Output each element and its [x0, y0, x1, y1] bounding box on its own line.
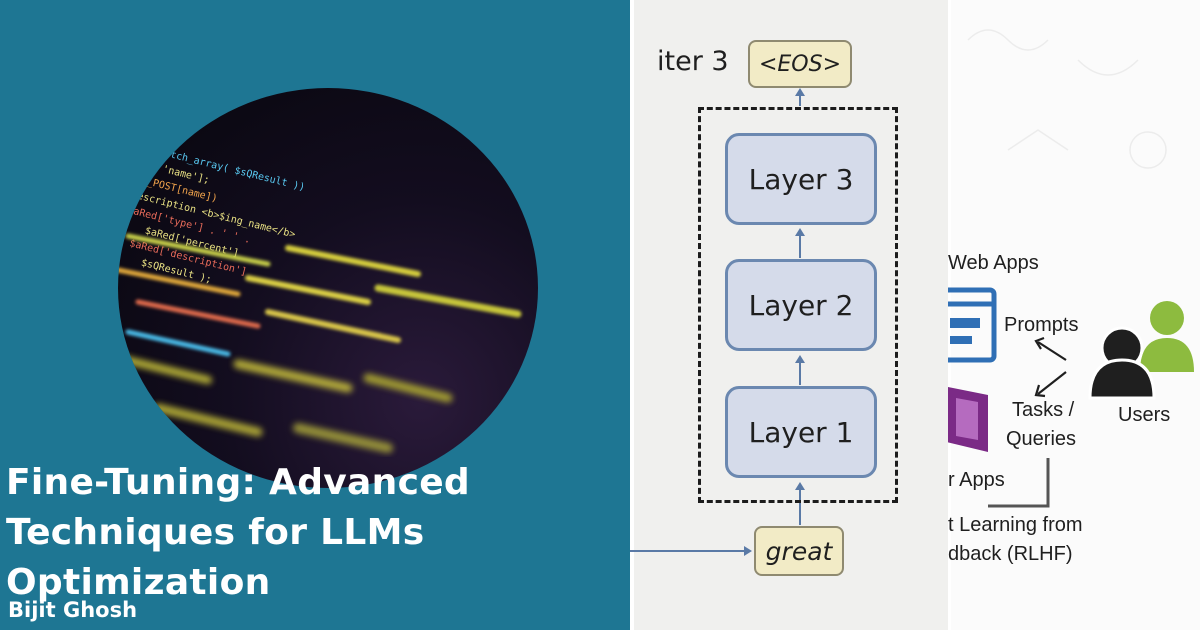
cover-panel: fetch_array( $sQResult )) 'name']; $_POS…: [0, 0, 630, 630]
rlhf-graphics: [948, 29, 1194, 508]
layer-1-box: Layer 1: [725, 386, 877, 478]
output-token-box: <EOS>: [748, 40, 852, 88]
tasks-label: Tasks /: [1012, 399, 1075, 421]
transformer-stack-frame: [698, 107, 898, 503]
queries-label: Queries: [1006, 428, 1077, 450]
iteration-label: iter 3: [657, 46, 729, 77]
web-apps-label: Web Apps: [948, 252, 1039, 274]
output-token-label: <EOS>: [758, 51, 842, 77]
title-line: Optimization: [6, 562, 271, 603]
layer-3-box: Layer 3: [725, 133, 877, 225]
code-photo-circle: fetch_array( $sQResult )) 'name']; $_POS…: [118, 88, 538, 488]
article-title: Fine-Tuning: Advanced Techniques for LLM…: [6, 458, 566, 608]
app-icon: [948, 387, 988, 452]
users-label: Users: [1118, 404, 1171, 426]
transformer-diagram: iter 3 <EOS> Layer 3 Layer 2 Layer 1 gre…: [630, 0, 948, 630]
rlhf-label-line-1: t Learning from: [948, 514, 1083, 536]
web-app-icon: [948, 287, 997, 363]
rlhf-diagram: Web Apps Prompts Tasks / Queries Users r…: [948, 0, 1200, 630]
input-token-box: great: [754, 526, 844, 576]
diagram-arrows: [630, 88, 805, 556]
prompts-label: Prompts: [1004, 314, 1079, 336]
title-line: Fine-Tuning: Advanced: [6, 462, 470, 503]
input-token-label: great: [765, 536, 833, 566]
layer-label: Layer 3: [748, 162, 854, 196]
rlhf-label-line-2: dback (RLHF): [948, 543, 1073, 565]
title-line: Techniques for LLMs: [6, 512, 425, 553]
layer-label: Layer 2: [748, 288, 854, 322]
layer-2-box: Layer 2: [725, 259, 877, 351]
users-icon: [1088, 301, 1194, 400]
other-apps-label: r Apps: [948, 469, 1005, 491]
author-name: Bijit Ghosh: [8, 598, 138, 622]
code-image: fetch_array( $sQResult )) 'name']; $_POS…: [118, 146, 522, 453]
layer-label: Layer 1: [748, 415, 854, 449]
